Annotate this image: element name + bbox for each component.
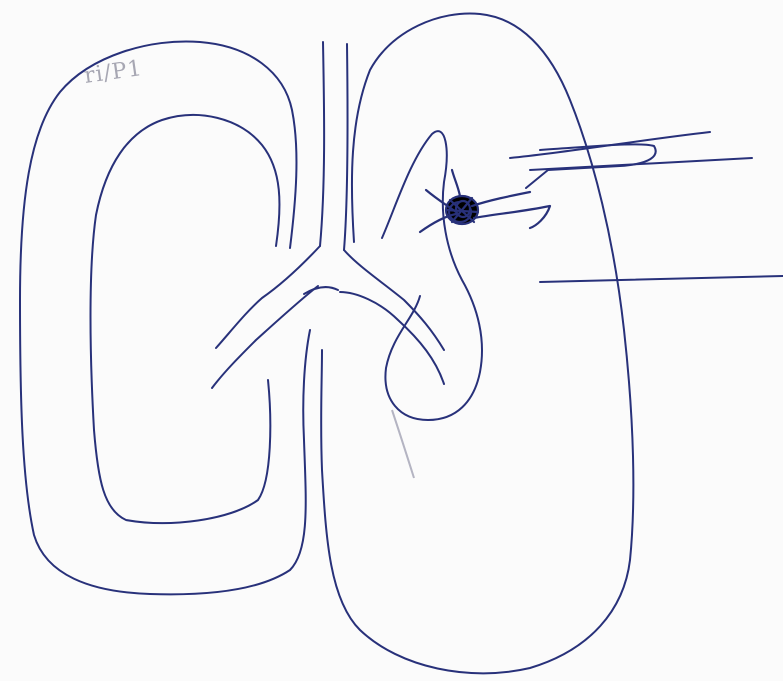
lesion-scribble — [420, 170, 550, 232]
right-lung-outer-outline — [321, 13, 633, 673]
trachea-right-wall — [344, 44, 348, 250]
right-main-bronchus-lower — [340, 292, 444, 384]
right-main-bronchus-upper — [344, 250, 444, 350]
trachea-left-wall — [320, 42, 324, 246]
left-lung-inner-outline — [91, 115, 280, 523]
left-main-bronchus-lower — [212, 286, 318, 388]
left-lung-outer-outline — [20, 41, 310, 594]
pencil-stroke — [392, 410, 414, 478]
pointer-line-lower — [540, 276, 783, 282]
right-lung-inner-loop — [382, 131, 482, 420]
